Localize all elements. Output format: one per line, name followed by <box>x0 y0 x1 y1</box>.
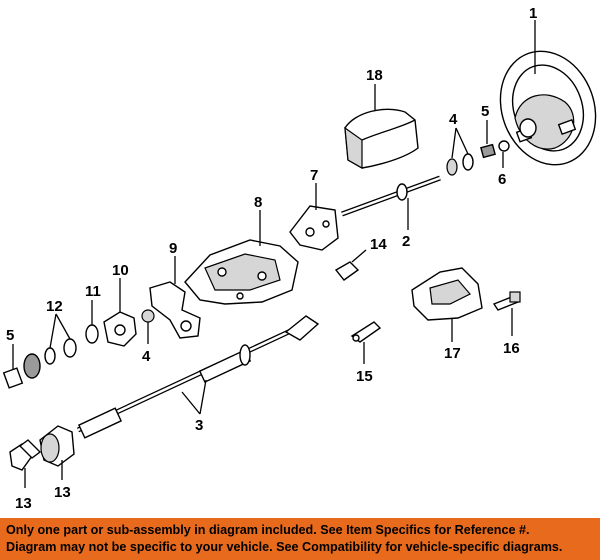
callout-13-right: 13 <box>54 484 71 501</box>
callout-18: 18 <box>366 67 383 84</box>
callout-7: 7 <box>310 167 318 184</box>
sensor <box>492 291 521 311</box>
lower-housing <box>411 267 483 321</box>
callout-5-upper: 5 <box>481 103 489 120</box>
disclaimer-line-1: Only one part or sub-assembly in diagram… <box>6 523 530 537</box>
lower-gear-assembly <box>2 353 41 389</box>
column-shroud <box>344 108 419 170</box>
callout-15: 15 <box>356 368 373 385</box>
steering-column-exploded-diagram: 1 18 4 5 6 2 7 <box>2 5 597 512</box>
callout-12: 12 <box>46 298 63 315</box>
wheel-nut <box>498 140 510 152</box>
callout-16: 16 <box>503 340 520 357</box>
boot-coupler <box>39 425 75 467</box>
intermediate-shaft <box>76 315 320 439</box>
lower-bearing <box>141 309 155 323</box>
upper-bearings <box>446 153 474 176</box>
bushing <box>85 324 99 344</box>
callout-6: 6 <box>498 171 506 188</box>
leader-line-12b <box>55 313 71 340</box>
disclaimer-banner: Only one part or sub-assembly in diagram… <box>0 518 600 560</box>
lock-bracket <box>289 205 339 251</box>
lock-gear <box>103 311 137 347</box>
callout-1: 1 <box>529 5 537 22</box>
leader-line-4a <box>451 127 457 159</box>
callout-14: 14 <box>370 236 387 253</box>
retaining-clip <box>334 261 360 281</box>
leader-line-12a <box>49 313 57 349</box>
callout-17: 17 <box>444 345 461 362</box>
callout-5-lower: 5 <box>6 327 14 344</box>
leader-line-3b <box>199 379 207 415</box>
upper-shaft <box>341 175 441 217</box>
callout-2: 2 <box>402 233 410 250</box>
leader-line-4b <box>455 127 469 155</box>
callout-10: 10 <box>112 262 129 279</box>
column-housing <box>184 239 299 305</box>
steering-wheel <box>499 50 597 166</box>
callout-4-lower: 4 <box>142 348 151 365</box>
callout-4-upper: 4 <box>449 111 458 128</box>
callout-8: 8 <box>254 194 262 211</box>
upper-spring <box>480 143 496 159</box>
leader-line-3a <box>181 391 201 415</box>
callout-11: 11 <box>85 283 101 300</box>
callout-9: 9 <box>169 240 177 257</box>
callout-13-left: 13 <box>15 495 32 512</box>
actuator-link <box>350 321 382 343</box>
shift-lever-bracket <box>149 281 201 339</box>
washers <box>44 338 77 365</box>
boot-seal <box>9 439 42 471</box>
disclaimer-line-2: Diagram may not be specific to your vehi… <box>6 540 563 554</box>
callout-3: 3 <box>195 417 203 434</box>
leader-line-14 <box>351 249 367 263</box>
